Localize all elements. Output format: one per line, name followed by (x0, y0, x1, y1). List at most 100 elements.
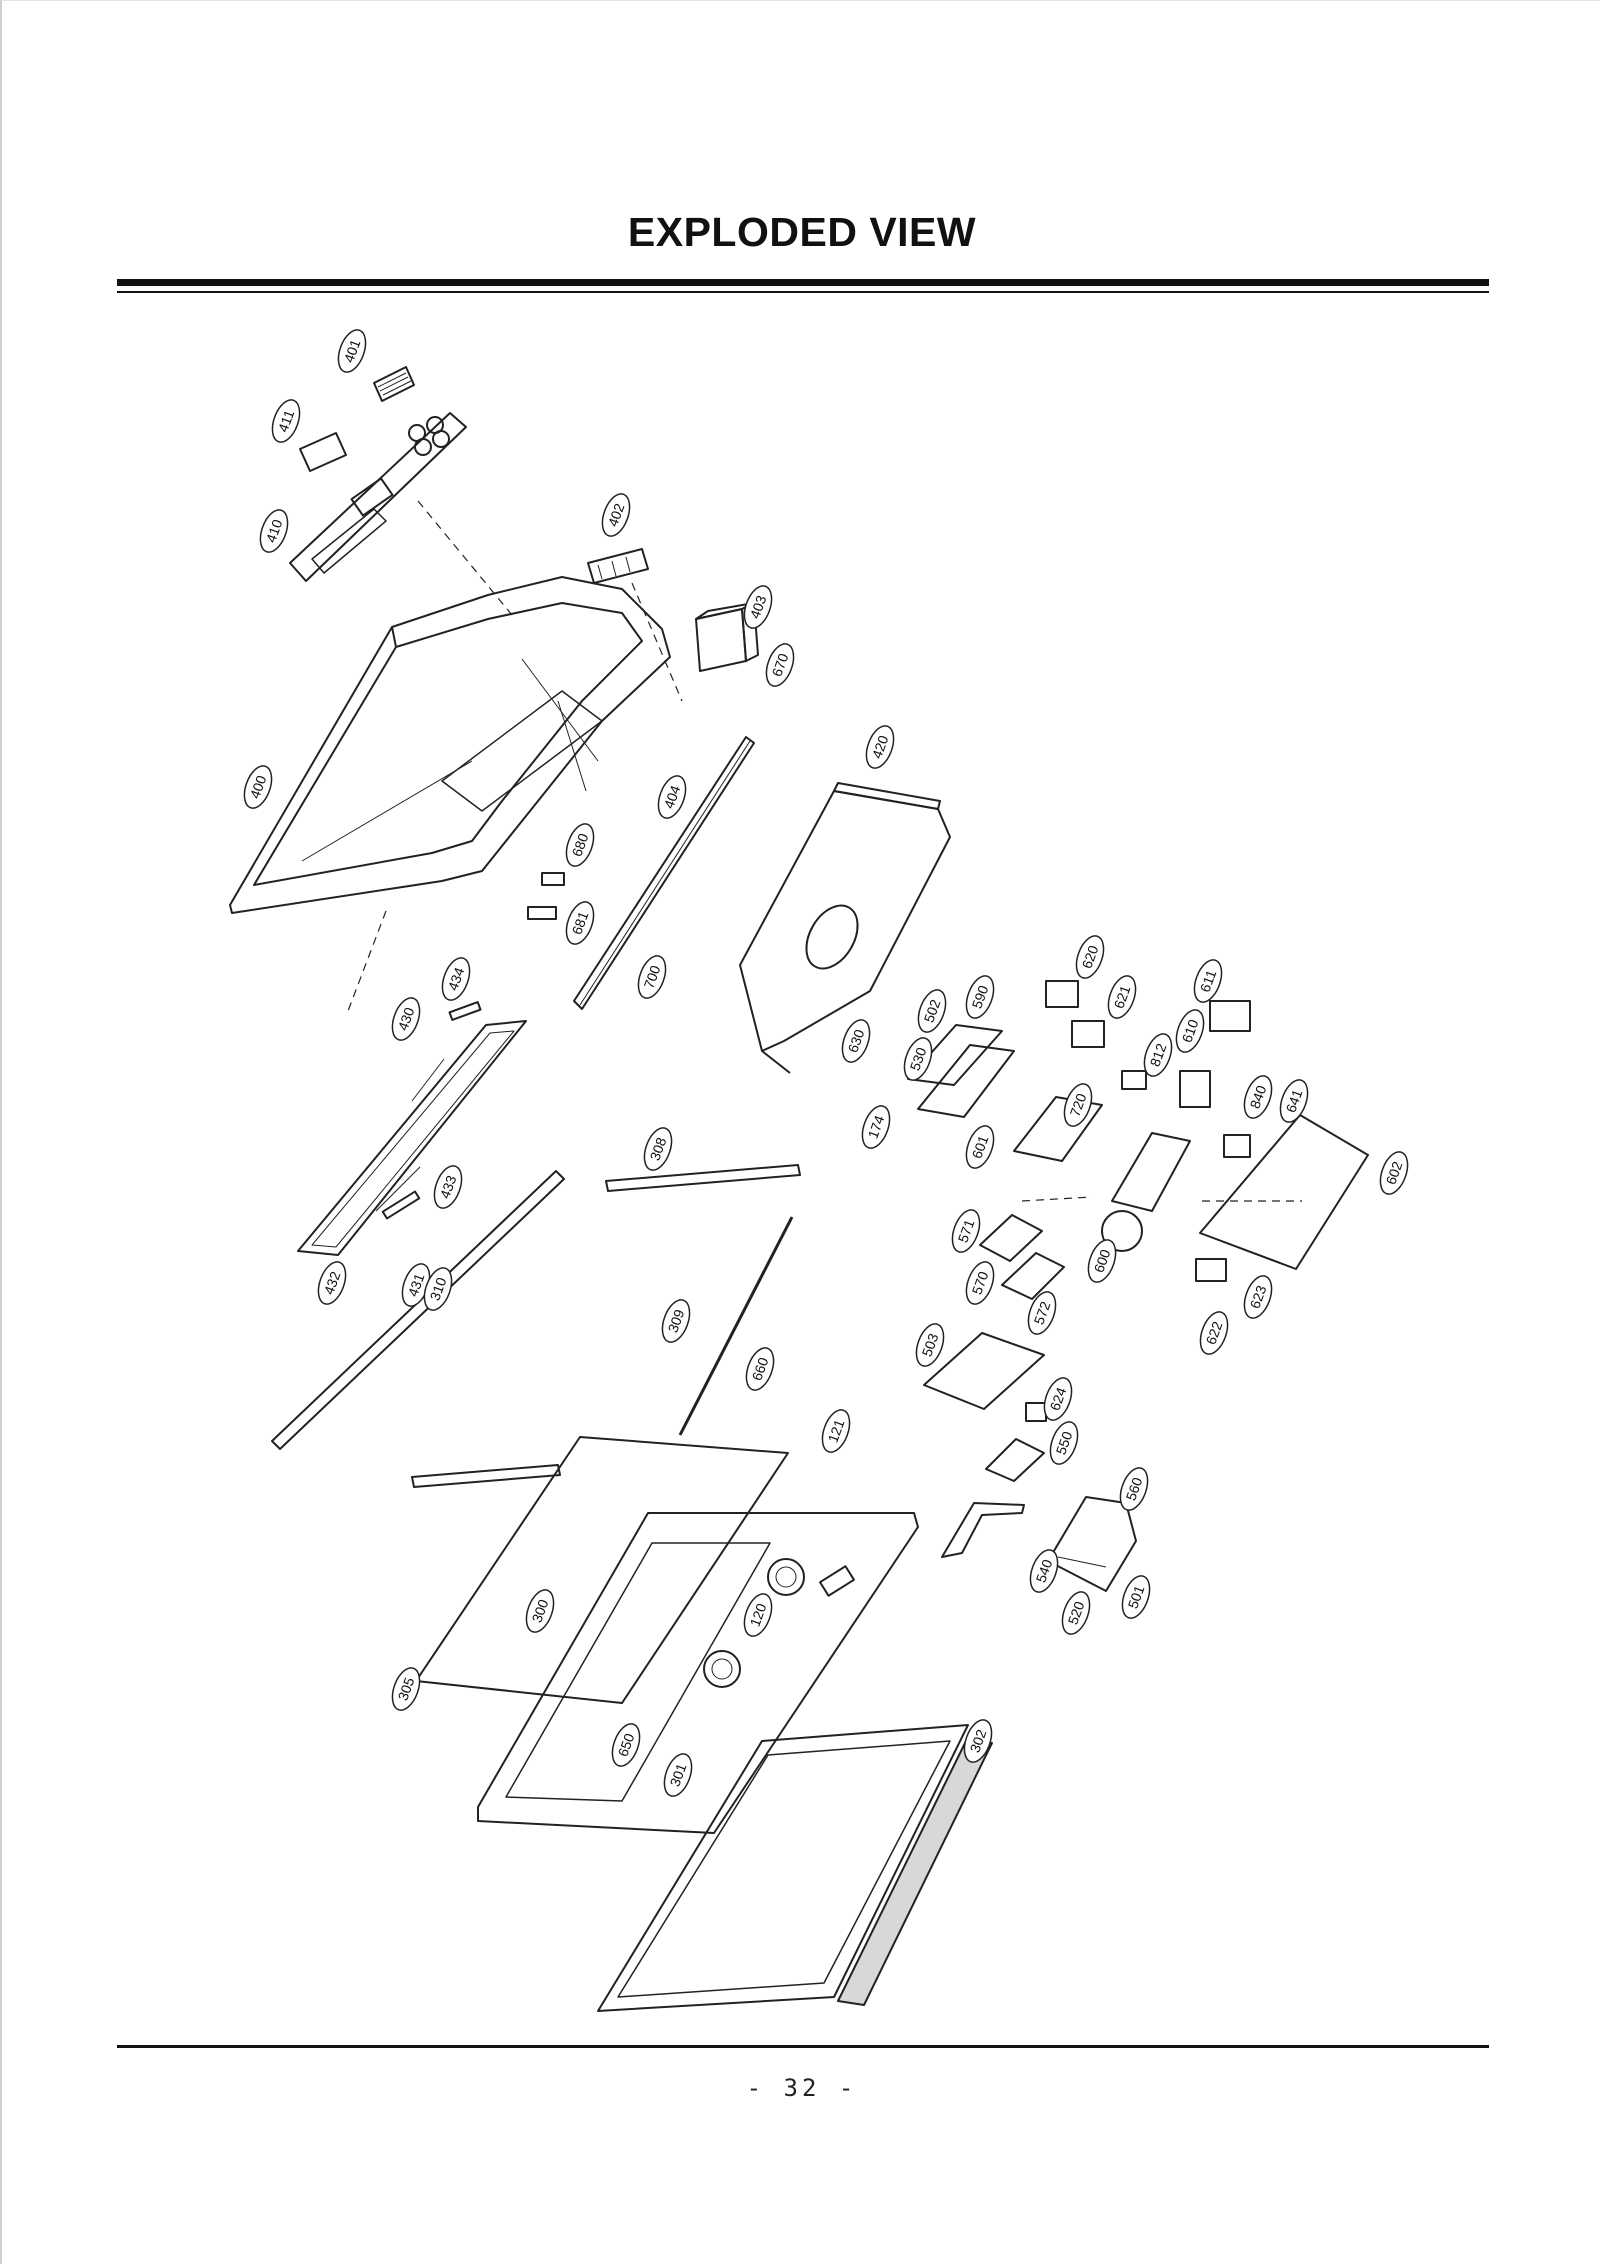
callout-label: 572 (1030, 1299, 1053, 1327)
callout-620: 620 (1075, 935, 1105, 979)
callout-305: 305 (391, 1667, 421, 1711)
callout-label: 410 (262, 517, 285, 545)
callout-502: 502 (917, 989, 947, 1033)
callout-label: 624 (1046, 1385, 1069, 1413)
callout-label: 120 (746, 1601, 769, 1629)
callout-label: 305 (394, 1675, 417, 1703)
callout-840: 840 (1243, 1075, 1273, 1119)
callout-641: 641 (1279, 1079, 1309, 1123)
callout-label: 431 (404, 1271, 427, 1299)
part-622-623-clips (1195, 1258, 1227, 1282)
callout-301: 301 (663, 1753, 693, 1797)
callout-label: 430 (394, 1005, 417, 1033)
callout-411: 411 (271, 399, 301, 443)
header-rule-thick (117, 279, 1489, 286)
part-550-624-parts (985, 1402, 1047, 1482)
callout-label: 401 (340, 337, 363, 365)
callout-610: 610 (1175, 1009, 1205, 1053)
part-300-panel (415, 1436, 789, 1704)
callout-label: 570 (968, 1269, 991, 1297)
part-302-front-cover (597, 1724, 993, 2012)
callout-302: 302 (963, 1719, 993, 1763)
part-400-rear-cabinet (229, 576, 671, 914)
callout-label: 301 (666, 1761, 689, 1789)
callout-label: 670 (768, 651, 791, 679)
part-404-rail (573, 736, 755, 1010)
callout-label: 700 (640, 963, 663, 991)
part-434-431-bars (381, 1001, 482, 1220)
callout-label: 433 (436, 1173, 459, 1201)
part-620-621-611-610-brackets (1045, 980, 1251, 1108)
callout-700: 700 (637, 955, 667, 999)
callout-label: 550 (1052, 1429, 1075, 1457)
callout-label: 681 (568, 909, 591, 937)
callout-430: 430 (391, 997, 421, 1041)
part-680-681-clips (527, 872, 565, 920)
part-501-560-stand (941, 1496, 1137, 1592)
callout-label: 641 (1282, 1087, 1305, 1115)
callout-label: 400 (246, 773, 269, 801)
part-308-rail (605, 1164, 801, 1192)
callout-650: 650 (611, 1723, 641, 1767)
callout-label: 840 (1246, 1083, 1269, 1111)
callout-420: 420 (865, 725, 895, 769)
callout-622: 622 (1199, 1311, 1229, 1355)
callout-label: 530 (906, 1045, 929, 1073)
callout-label: 600 (1090, 1247, 1113, 1275)
part-600-601-engine (1013, 1070, 1191, 1252)
part-430-frame (297, 1020, 527, 1256)
callout-431: 431 (401, 1263, 431, 1307)
header-rule-thin (117, 291, 1489, 293)
callout-601: 601 (965, 1125, 995, 1169)
callout-121: 121 (821, 1409, 851, 1453)
callout-label: 121 (824, 1417, 847, 1445)
callout-120: 120 (743, 1593, 773, 1637)
part-420-speaker-box (739, 782, 951, 1074)
callout-300: 300 (525, 1589, 555, 1633)
callout-680: 680 (565, 823, 595, 867)
callout-label: 601 (968, 1133, 991, 1161)
callout-label: 540 (1032, 1557, 1055, 1585)
callout-label: 434 (444, 965, 467, 993)
part-503-box (923, 1332, 1045, 1410)
callout-label: 571 (954, 1217, 977, 1245)
callout-label: 602 (1382, 1159, 1405, 1187)
callout-530: 530 (903, 1037, 933, 1081)
callout-label: 812 (1146, 1041, 1169, 1069)
callout-308: 308 (643, 1127, 673, 1171)
callout-560: 560 (1119, 1467, 1149, 1511)
callout-681: 681 (565, 901, 595, 945)
callout-label: 503 (918, 1331, 941, 1359)
callout-660: 660 (745, 1347, 775, 1391)
callout-label: 620 (1078, 943, 1101, 971)
callout-label: 650 (614, 1731, 637, 1759)
callout-590: 590 (965, 975, 995, 1019)
part-411-plate (299, 432, 347, 472)
callout-433: 433 (433, 1165, 463, 1209)
callout-720: 720 (1063, 1083, 1093, 1127)
part-front-bezel (477, 1512, 919, 1834)
callout-310: 310 (423, 1267, 453, 1311)
callout-label: 660 (748, 1355, 771, 1383)
leader-lines (347, 500, 1302, 1202)
callout-label: 630 (844, 1027, 867, 1055)
callout-label: 622 (1202, 1319, 1225, 1347)
callout-label: 590 (968, 983, 991, 1011)
callout-309: 309 (661, 1299, 691, 1343)
callout-label: 621 (1110, 983, 1133, 1011)
callout-611: 611 (1193, 959, 1223, 1003)
callout-602: 602 (1379, 1151, 1409, 1195)
part-309-rail (678, 1216, 794, 1436)
callout-434: 434 (441, 957, 471, 1001)
callout-401: 401 (337, 329, 367, 373)
callout-label: 308 (646, 1135, 669, 1163)
callout-label: 720 (1066, 1091, 1089, 1119)
page-title: EXPLODED VIEW (627, 209, 977, 255)
callout-404: 404 (657, 775, 687, 819)
callout-label: 623 (1246, 1283, 1269, 1311)
callout-label: 403 (746, 593, 769, 621)
callout-label: 402 (604, 501, 627, 529)
callout-570: 570 (965, 1261, 995, 1305)
